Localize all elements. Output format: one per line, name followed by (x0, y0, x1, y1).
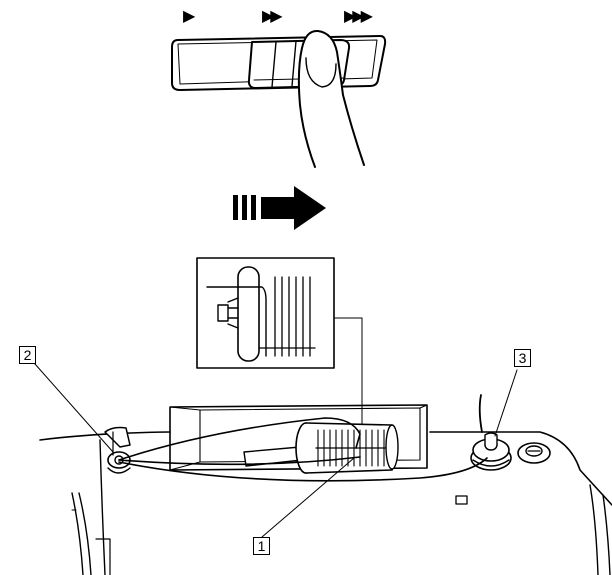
machine-body (39, 431, 612, 575)
callout-3: 3 (514, 349, 531, 367)
callout-2: 2 (19, 346, 36, 364)
finger-icon (297, 29, 365, 168)
motion-arrow-icon (233, 186, 326, 230)
leader-lines (34, 363, 518, 538)
thread-path (118, 394, 488, 482)
speed-medium-icon: ▶▶ (262, 6, 283, 25)
thread-zoom-inset (196, 257, 363, 435)
spool-pin (470, 432, 551, 471)
slide-switch-icon (171, 35, 387, 91)
callout-1: 1 (253, 537, 270, 555)
speed-fast-icon: ▶▶▶ (344, 6, 373, 25)
thread-guide (104, 426, 131, 474)
